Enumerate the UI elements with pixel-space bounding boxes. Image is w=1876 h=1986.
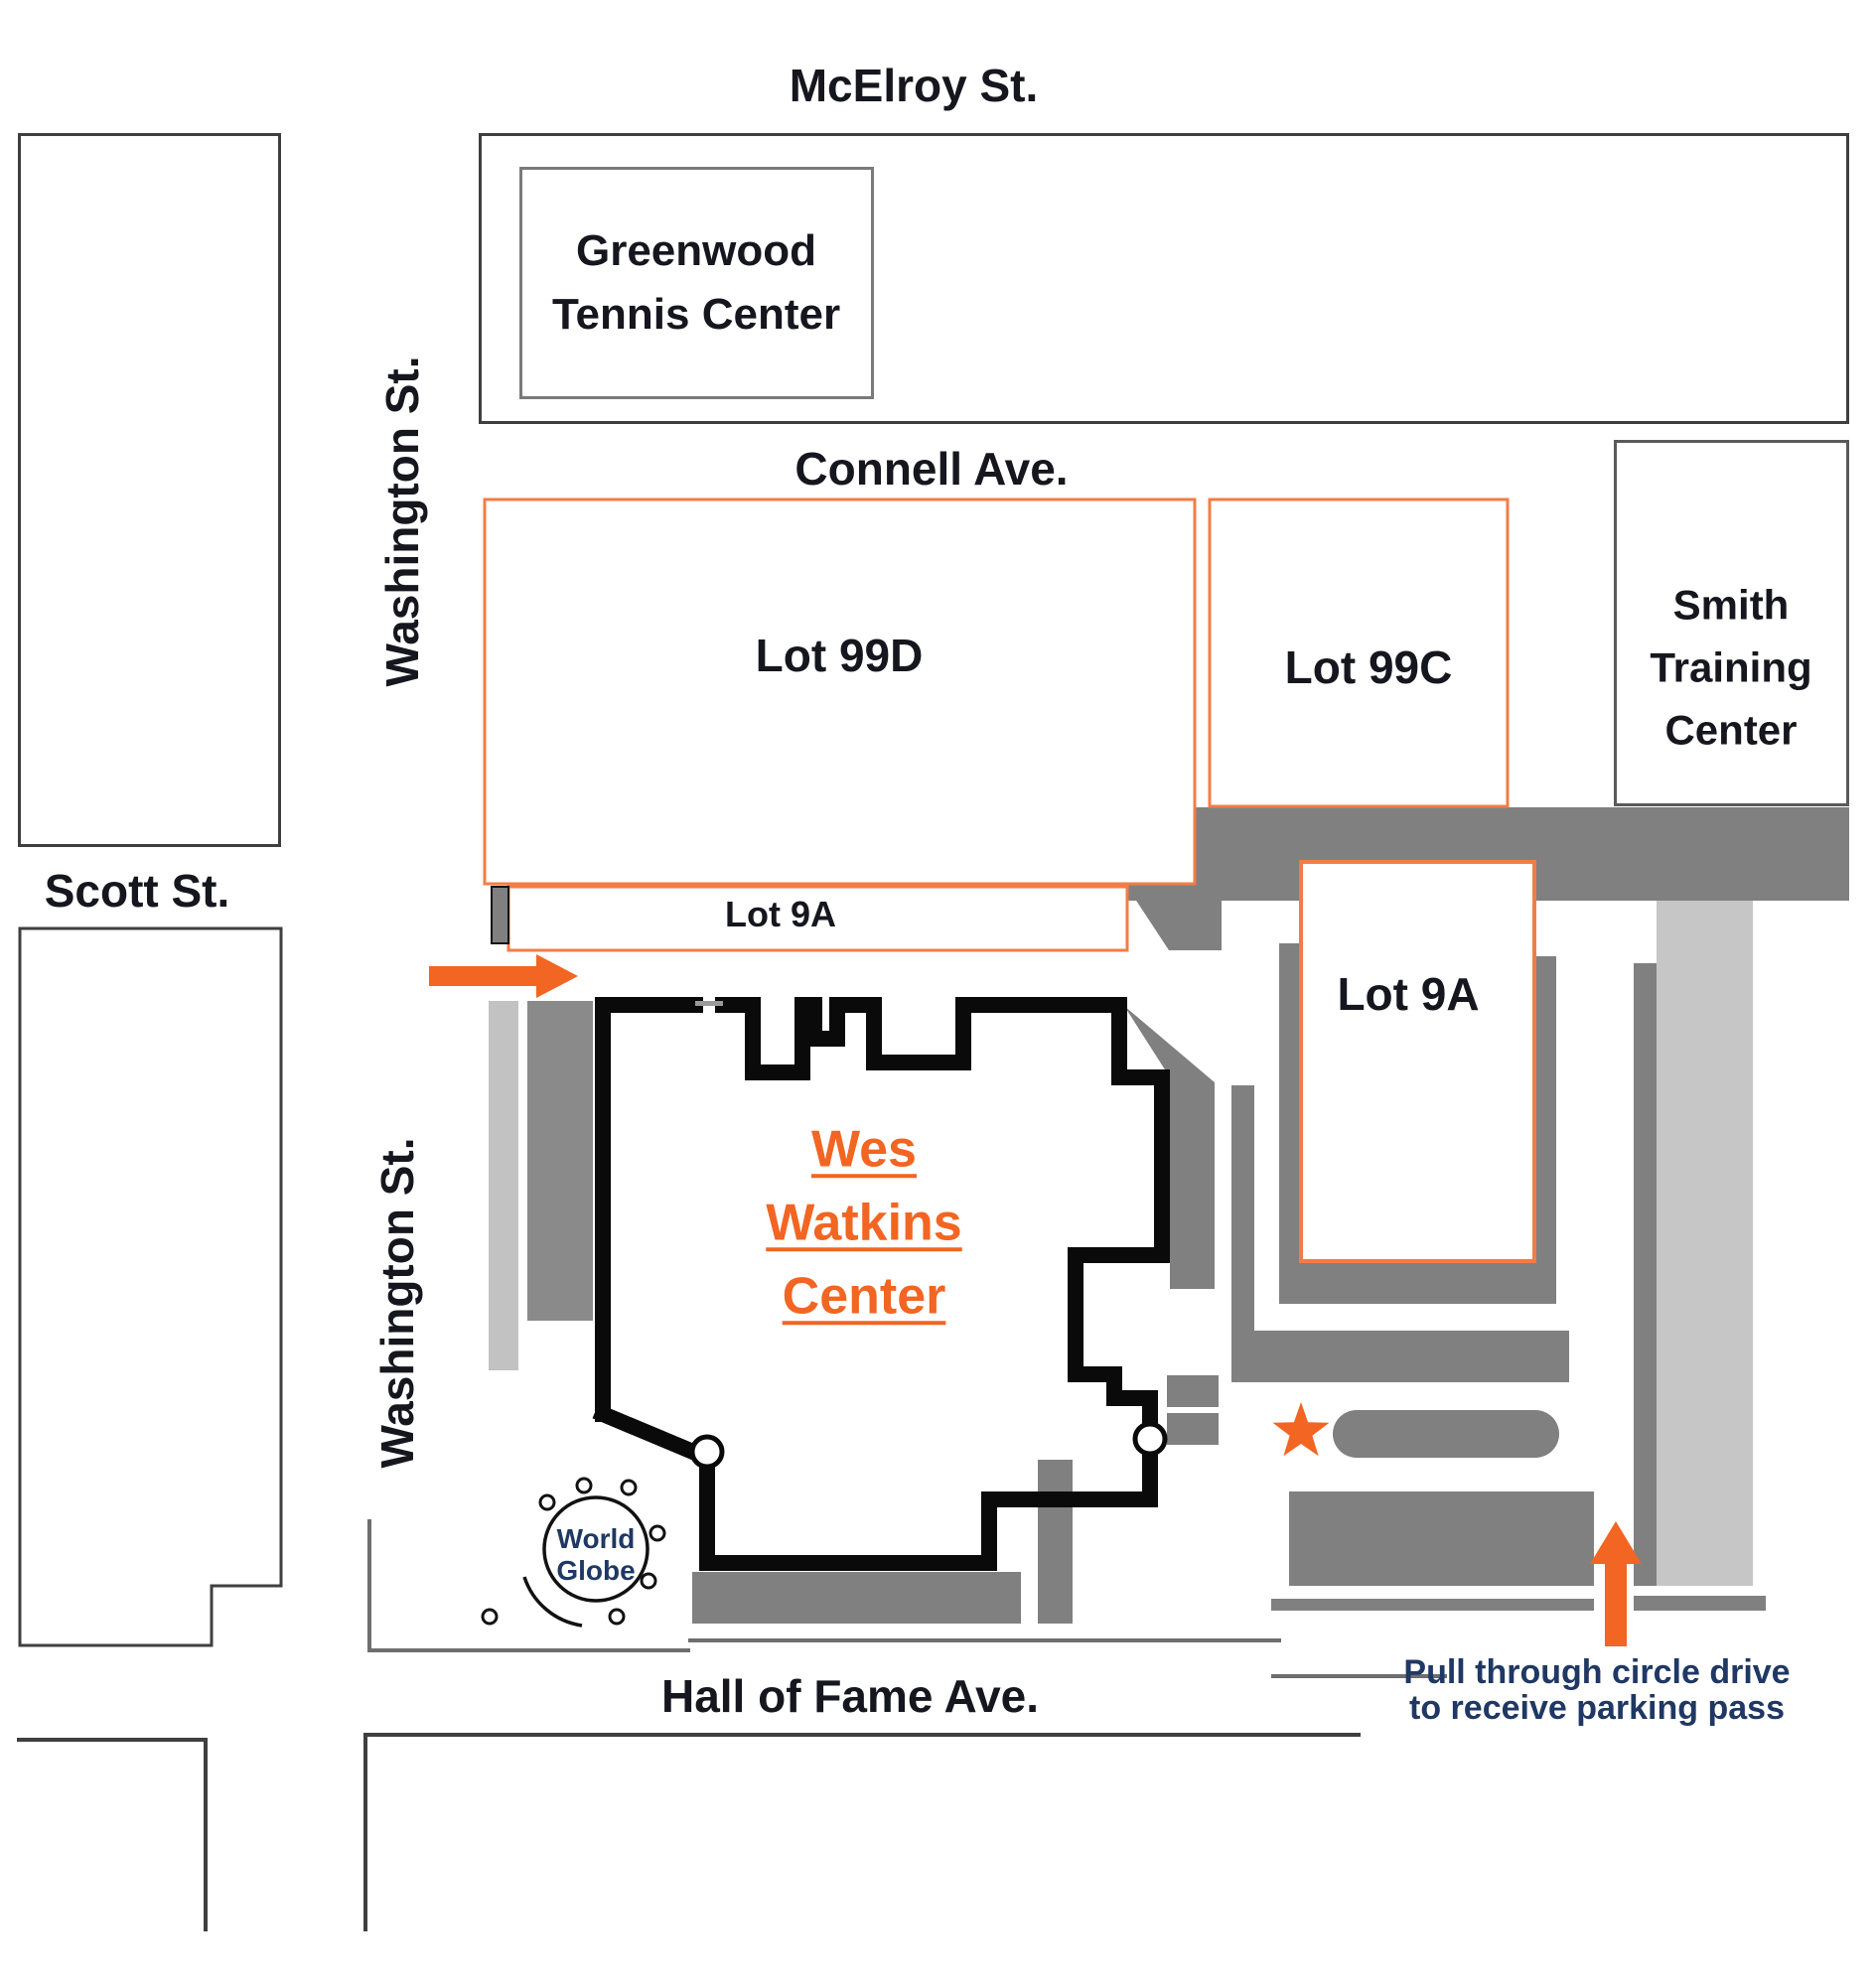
gray-sidewalk-south-of-building: [692, 1572, 1021, 1624]
gray-column-diagonal: [1124, 1006, 1215, 1289]
sidewalk-dark-strip: [527, 1001, 593, 1321]
globe-arc: [522, 1576, 583, 1628]
gray-street-edge-east-a: [1271, 1599, 1594, 1611]
smith-line1: Smith: [1672, 581, 1790, 629]
lot-9a-strip-label: Lot 9A: [725, 894, 836, 934]
star-icon: [1272, 1402, 1330, 1457]
greenwood-label: Greenwood Tennis Center: [552, 219, 840, 347]
lot9a-aisle-left: [1279, 943, 1301, 1304]
parking-lots: [483, 497, 1536, 1263]
block-southwest: [17, 1738, 208, 1931]
greenwood-tennis-center-box: [519, 167, 874, 399]
wes-line1: Wes: [811, 1120, 917, 1179]
entry-arrow-icon: [429, 954, 578, 998]
greenwood-line2: Tennis Center: [551, 290, 841, 339]
lot-9a-box: [1299, 860, 1536, 1263]
plaza-bottom-line: [367, 1648, 690, 1652]
globe-line1: World: [556, 1522, 636, 1554]
lot-9a-strip-box: [506, 885, 1129, 952]
sidewalk-light-strip: [489, 1001, 518, 1370]
door-circle-icon: [689, 1434, 725, 1470]
smith-line3: Center: [1664, 706, 1798, 754]
street-label-hall-of-fame: Hall of Fame Ave.: [660, 1670, 1040, 1722]
plaza-left-line: [367, 1519, 371, 1652]
circle-drive-island: [1333, 1410, 1559, 1458]
street-label-washington-lower: Washington St.: [371, 1137, 423, 1469]
wes-line2: Watkins: [766, 1194, 962, 1252]
circle-drive-arrow-icon: [1590, 1521, 1642, 1646]
hof-south-line-east: [1271, 1674, 1447, 1678]
street-edge-lines: [367, 1519, 1447, 1678]
gray-stub-3: [1038, 1460, 1073, 1624]
world-globe-label: World Globe: [556, 1523, 635, 1587]
globe-circle: [542, 1495, 649, 1603]
lot9a-aisle-bottom: [1279, 1261, 1556, 1304]
block-southeast: [363, 1733, 1361, 1931]
hof-north-line: [688, 1638, 1281, 1642]
gray-parking-block-south: [1289, 1491, 1594, 1586]
gray-stub-2: [1167, 1413, 1219, 1445]
door-circle-icon: [1132, 1421, 1168, 1457]
lot-99d-box: [483, 497, 1197, 886]
gray-bar-east: [1634, 963, 1657, 1586]
wes-watkins-center-label: Wes Watkins Center: [766, 1113, 961, 1333]
smith-training-center-box: [1614, 440, 1849, 806]
gray-street-edge-east-b: [1634, 1596, 1766, 1611]
street-label-connell: Connell Ave.: [794, 443, 1069, 495]
wall-gap-line: [695, 1001, 723, 1006]
lot9a-aisle-right: [1534, 956, 1556, 1304]
greenwood-line1: Greenwood: [575, 226, 817, 276]
world-globe-icon: [481, 1477, 666, 1628]
block-northwest-upper: [18, 133, 281, 847]
smith-training-center-label: Smith Training Center: [1650, 574, 1811, 762]
lot-99d-label: Lot 99D: [755, 630, 924, 681]
street-label-washington-upper: Washington St.: [376, 355, 428, 687]
south-blocks: [17, 1733, 1361, 1931]
lot-99c-box: [1208, 497, 1510, 808]
gray-thin-strip: [1231, 1085, 1254, 1358]
wes-watkins-building-outline: [592, 997, 1170, 1571]
gray-band-south-of-lot9a: [1231, 1331, 1569, 1382]
note-line2: to receive parking pass: [1409, 1689, 1785, 1727]
strip-end-tab: [491, 886, 509, 944]
gray-strip-cap: [1127, 887, 1222, 950]
street-label-scott: Scott St.: [44, 865, 230, 917]
street-label-mcelroy: McElroy St.: [789, 60, 1039, 111]
globe-line2: Globe: [556, 1555, 636, 1586]
gray-stub-1: [1167, 1375, 1219, 1407]
lot-99c-label: Lot 99C: [1284, 641, 1453, 693]
parking-paving-shapes: [489, 807, 1849, 1624]
note-line1: Pull through circle drive: [1403, 1652, 1791, 1691]
circle-drive-note: Pull through circle drive to receive par…: [1403, 1654, 1790, 1726]
wes-line3: Center: [782, 1266, 946, 1325]
globe-dots: [481, 1477, 666, 1626]
lot-9a-label: Lot 9A: [1337, 968, 1480, 1020]
light-gray-band-east: [1657, 901, 1753, 1586]
smith-line2: Training: [1650, 643, 1812, 691]
